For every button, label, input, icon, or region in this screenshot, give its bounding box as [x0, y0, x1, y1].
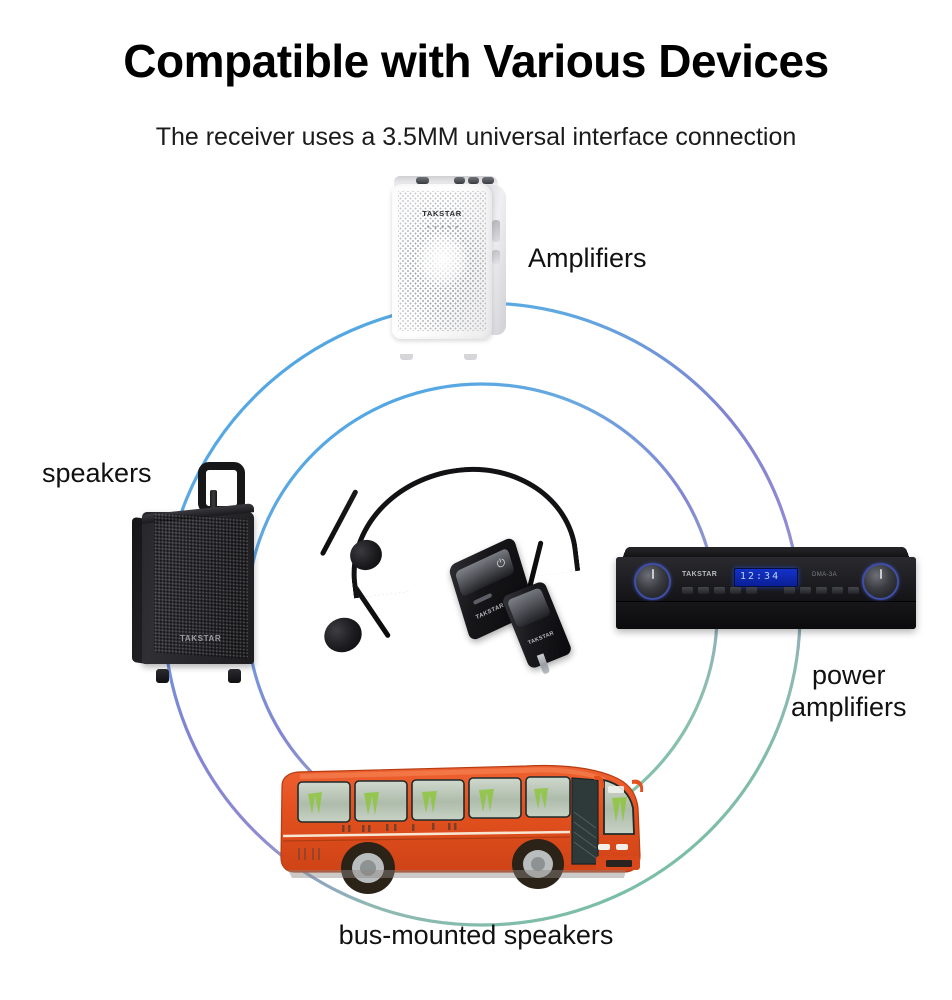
model-label: DMA-3A	[812, 572, 838, 578]
bus-door	[571, 777, 599, 865]
bus-image	[280, 764, 644, 894]
lcd-display: 12:34	[734, 568, 798, 587]
bus-wheel-front	[512, 839, 564, 889]
speaker-wheel	[228, 669, 241, 683]
speaker-wheel	[156, 669, 169, 683]
bus-grille	[606, 860, 632, 867]
bus-headlight-right	[616, 844, 628, 850]
panel-button	[832, 587, 843, 594]
bus-side-lettering	[342, 823, 457, 832]
page-title: Compatible with Various Devices	[123, 35, 829, 87]
label-speakers: speakers	[42, 458, 152, 488]
brand-logo: TAKSTAR	[682, 571, 718, 578]
bus-roof-highlight	[300, 767, 606, 782]
transmitter-switch	[472, 592, 493, 606]
bus-underbody	[288, 870, 626, 878]
trolley-speaker-image: TAKSTAR	[132, 462, 272, 683]
bus-headlight-left	[598, 844, 610, 850]
label-bus-mounted-speakers: bus-mounted speakers	[338, 920, 614, 950]
power-amplifier-front-panel: TAKSTAR 12:34 DMA-3A	[616, 557, 916, 629]
voice-amplifier-body: TAKSTAR	[392, 184, 492, 339]
brand-logo: TAKSTAR	[422, 209, 462, 218]
voice-amplifier-button	[416, 177, 429, 184]
label-amplifiers: Amplifiers	[528, 243, 647, 273]
brand-logo: TAKSTAR	[180, 634, 222, 643]
panel-button	[800, 587, 811, 594]
brand-logo: TAKSTAR	[527, 630, 556, 647]
mic-volume-knob	[634, 563, 671, 600]
panel-button	[682, 587, 693, 594]
master-volume-knob	[862, 563, 899, 600]
power-amplifier-image: TAKSTAR 12:34 DMA-3A	[616, 545, 916, 645]
bus-side-windows	[297, 776, 571, 823]
bus-window-reflections	[308, 788, 548, 815]
bus-wheel-rear	[341, 842, 395, 894]
receiver-trim	[506, 587, 552, 629]
bus-mirror-lower	[594, 775, 605, 788]
windshield-placard	[608, 786, 624, 793]
power-amplifier-upper-panel: TAKSTAR 12:34 DMA-3A	[616, 557, 916, 602]
voice-amplifier-button	[454, 177, 465, 184]
bus-windshield	[603, 778, 635, 835]
voice-amplifier-port	[492, 250, 500, 264]
bus-trim-line-2	[282, 836, 571, 842]
speaker-cone-highlight	[414, 232, 470, 288]
lower-mic-capsule	[319, 612, 367, 658]
bus-mirror-upper	[632, 779, 644, 792]
voice-amplifier-image: TAKSTAR	[388, 176, 508, 360]
panel-button	[714, 587, 725, 594]
voice-amplifier-foot	[464, 354, 477, 360]
panel-button	[784, 587, 795, 594]
windshield-reflections	[612, 797, 627, 822]
power-amplifier-lower-panel	[616, 602, 916, 629]
voice-amplifier-button	[482, 177, 494, 184]
voice-amplifier-button	[468, 177, 479, 184]
bus-trim-line	[282, 830, 571, 838]
brand-logo: TAKSTAR	[475, 602, 505, 622]
panel-button	[746, 587, 757, 594]
bus-door-hatching	[573, 811, 597, 859]
voice-amplifier-foot	[400, 354, 413, 360]
panel-button	[848, 587, 859, 594]
panel-button	[730, 587, 741, 594]
led-indicators	[425, 225, 459, 229]
page-subtitle: The receiver uses a 3.5MM universal inte…	[155, 123, 797, 151]
label-power-amplifiers: power amplifiers	[791, 660, 907, 722]
panel-button	[698, 587, 709, 594]
panel-button	[816, 587, 827, 594]
lcd-value: 12:34	[740, 571, 781, 582]
bus-rear-lettering	[298, 848, 320, 860]
headset-microphone-image: ⏻ TAKSTAR TAKSTAR	[318, 454, 588, 675]
voice-amplifier-port	[492, 220, 500, 242]
